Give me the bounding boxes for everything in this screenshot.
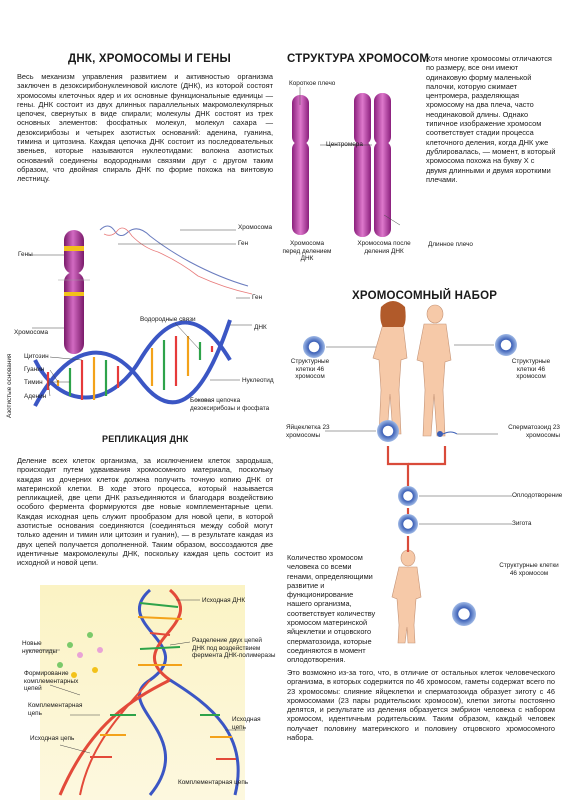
label-thymine: Тимин <box>24 379 43 386</box>
label-hydrogen-bonds: Водородные связи <box>140 316 196 323</box>
label-short-arm: Короткое плечо <box>289 80 336 87</box>
cell-bottom <box>452 602 476 626</box>
dna-intro-text: Весь механизм управления развитием и акт… <box>17 72 273 184</box>
label-sperm: Сперматозоид 23 хромосомы <box>508 424 560 439</box>
label-guanine: Гуанин <box>24 366 45 373</box>
chromosome-set-illustration <box>303 301 517 644</box>
structure-title: СТРУКТУРА ХРОМОСОМ <box>287 53 430 65</box>
label-gene-top: Ген <box>238 240 249 247</box>
label-forming: Формирование комплементарных цепей <box>24 670 79 693</box>
label-chromosome-top: Хромосома <box>238 224 273 231</box>
label-source-chain-right: Исходная цепь <box>232 716 261 731</box>
label-side-chain: Боковая цепочка дезоксирибозы и фосфата <box>190 397 270 412</box>
label-complementary: Комплементарная цепь <box>28 702 83 717</box>
label-source-dna: Исходная ДНК <box>202 597 246 604</box>
label-centromere: Центромера <box>326 141 363 148</box>
label-complementary-bottom: Комплементарная цепь <box>178 779 249 786</box>
label-long-arm: Длинное плечо <box>428 241 473 248</box>
replication-text: Деление всех клеток организма, за исключ… <box>17 456 273 568</box>
label-dna: ДНК <box>254 324 267 331</box>
count-text: Количество хромосом человека со всеми ге… <box>287 553 376 665</box>
label-zygote: Зигота <box>512 520 532 527</box>
cell-right <box>495 334 517 356</box>
label-after: Хромосома после деления ДНК <box>357 240 411 255</box>
label-nucleotide: Нуклеотид <box>242 377 274 384</box>
dna-illustration <box>30 225 253 407</box>
dna-section-title: ДНК, ХРОМОСОМЫ И ГЕНЫ <box>68 53 231 65</box>
label-source-chain-left: Исходная цепь <box>30 735 75 742</box>
egg-cell <box>377 420 399 442</box>
label-egg: Яйцеклетка 23 хромосомы <box>286 424 330 439</box>
label-gene-mid: Ген <box>252 294 263 301</box>
fertilized-cell <box>398 486 418 506</box>
label-cytosine: Цитозин <box>24 353 49 360</box>
zygote-cell <box>398 514 418 534</box>
chromosome-shape <box>64 230 84 274</box>
label-nitrogen-bases: Азотистые основания <box>6 353 13 418</box>
cell-left <box>303 336 325 358</box>
set-title: ХРОМОСОМНЫЙ НАБОР <box>352 290 498 302</box>
label-struct-bottom: Структурные клетки 46 хромосом <box>499 562 559 577</box>
label-before: Хромосома перед делением ДНК <box>282 240 332 263</box>
final-text: Это возможно из-за того, что, в отличие … <box>287 668 555 743</box>
structure-text: Хотя многие хромосомы отличаются по разм… <box>426 54 556 184</box>
chromosome-structure-illustration <box>292 87 401 237</box>
label-chromosome-left: Хромосома <box>14 329 49 336</box>
label-new-nucleotides: Новые нуклеотиды <box>22 640 58 655</box>
label-fertilization: Оплодотворение <box>512 492 563 499</box>
label-struct-left: Структурные клетки 46 хромосом <box>290 358 330 381</box>
replication-title: РЕПЛИКАЦИЯ ДНК <box>102 434 189 444</box>
label-separation: Разделение двух цепей ДНК под воздействи… <box>192 637 276 660</box>
sperm-head <box>437 431 443 437</box>
label-struct-right: Структурные клетки 46 хромосом <box>511 358 551 381</box>
label-genes: Гены <box>18 251 33 258</box>
replication-illustration <box>26 585 245 800</box>
label-adenine: Аденин <box>24 393 47 400</box>
